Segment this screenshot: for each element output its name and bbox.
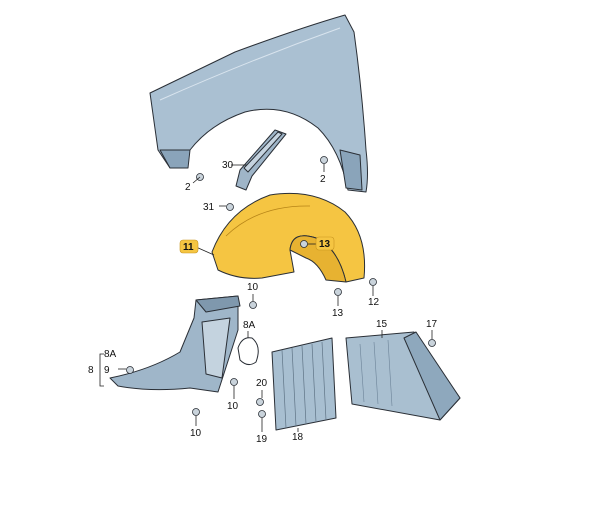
screw-10c xyxy=(192,408,200,416)
label-8: 8 xyxy=(88,365,94,376)
label-10a: 10 xyxy=(247,282,259,293)
leader-lines xyxy=(99,164,433,432)
clip-19 xyxy=(258,410,266,418)
label-13b: 13 xyxy=(332,308,344,319)
badge-13 xyxy=(315,236,335,251)
label-13a: 13 xyxy=(319,239,331,250)
label-8a-top: 8A xyxy=(243,320,256,331)
clip-9 xyxy=(126,366,134,374)
label-10c: 10 xyxy=(190,428,202,439)
label-18: 18 xyxy=(292,432,304,443)
label-9: 9 xyxy=(104,365,110,376)
label-30: 30 xyxy=(222,160,234,171)
lower-shield-8 xyxy=(109,295,241,393)
bracket-30 xyxy=(235,129,287,191)
badge-11 xyxy=(179,239,199,254)
label-12: 12 xyxy=(368,297,380,308)
clip-12 xyxy=(369,278,377,286)
label-11: 11 xyxy=(183,242,194,253)
screw-17 xyxy=(428,339,436,347)
label-19: 19 xyxy=(256,434,268,445)
screw-10a xyxy=(249,301,257,309)
radiator-18 xyxy=(271,337,337,431)
label-8a-left: 8A xyxy=(104,349,117,360)
screw-13b xyxy=(334,288,342,296)
label-2a: 2 xyxy=(185,182,191,193)
seal-8a xyxy=(237,337,259,366)
label-15: 15 xyxy=(376,319,388,330)
label-17: 17 xyxy=(426,319,438,330)
label-20: 20 xyxy=(256,378,268,389)
label-31: 31 xyxy=(203,202,215,213)
screw-13a xyxy=(300,240,308,248)
fasteners xyxy=(126,156,436,418)
screw-31 xyxy=(226,203,234,211)
label-10b: 10 xyxy=(227,401,239,412)
screw-20 xyxy=(256,398,264,406)
wheel-arch-liner-11 xyxy=(211,192,366,283)
fender-part xyxy=(149,14,368,193)
air-guide-15 xyxy=(345,331,461,421)
screw-10b xyxy=(230,378,238,386)
label-2b: 2 xyxy=(320,174,326,185)
screw-2b xyxy=(320,156,328,164)
